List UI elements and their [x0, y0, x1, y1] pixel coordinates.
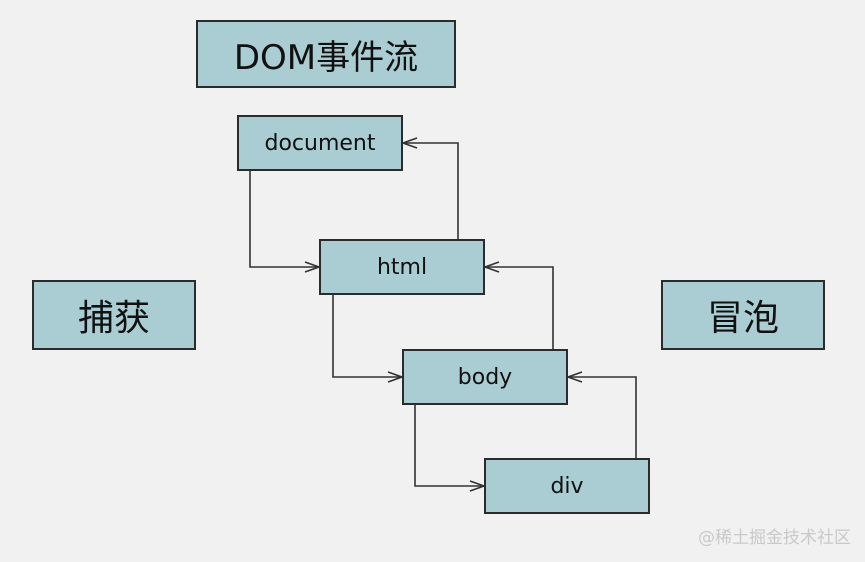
capture-phase-label: 捕获: [32, 280, 196, 350]
watermark: @稀土掘金技术社区: [698, 528, 851, 548]
bubble-arrow-html-document: [403, 143, 459, 239]
bubble-arrow-body-html: [485, 267, 554, 349]
capture-arrow-html-body: [332, 295, 402, 377]
diagram-title: DOM事件流: [196, 20, 456, 88]
node-body: body: [402, 349, 568, 405]
bubble-phase-label: 冒泡: [661, 280, 825, 350]
bubble-arrow-div-body: [568, 377, 637, 458]
capture-arrow-body-div: [414, 405, 484, 486]
capture-arrow-document-html: [249, 171, 319, 267]
node-document: document: [237, 115, 403, 171]
node-html: html: [319, 239, 485, 295]
node-div: div: [484, 458, 650, 514]
